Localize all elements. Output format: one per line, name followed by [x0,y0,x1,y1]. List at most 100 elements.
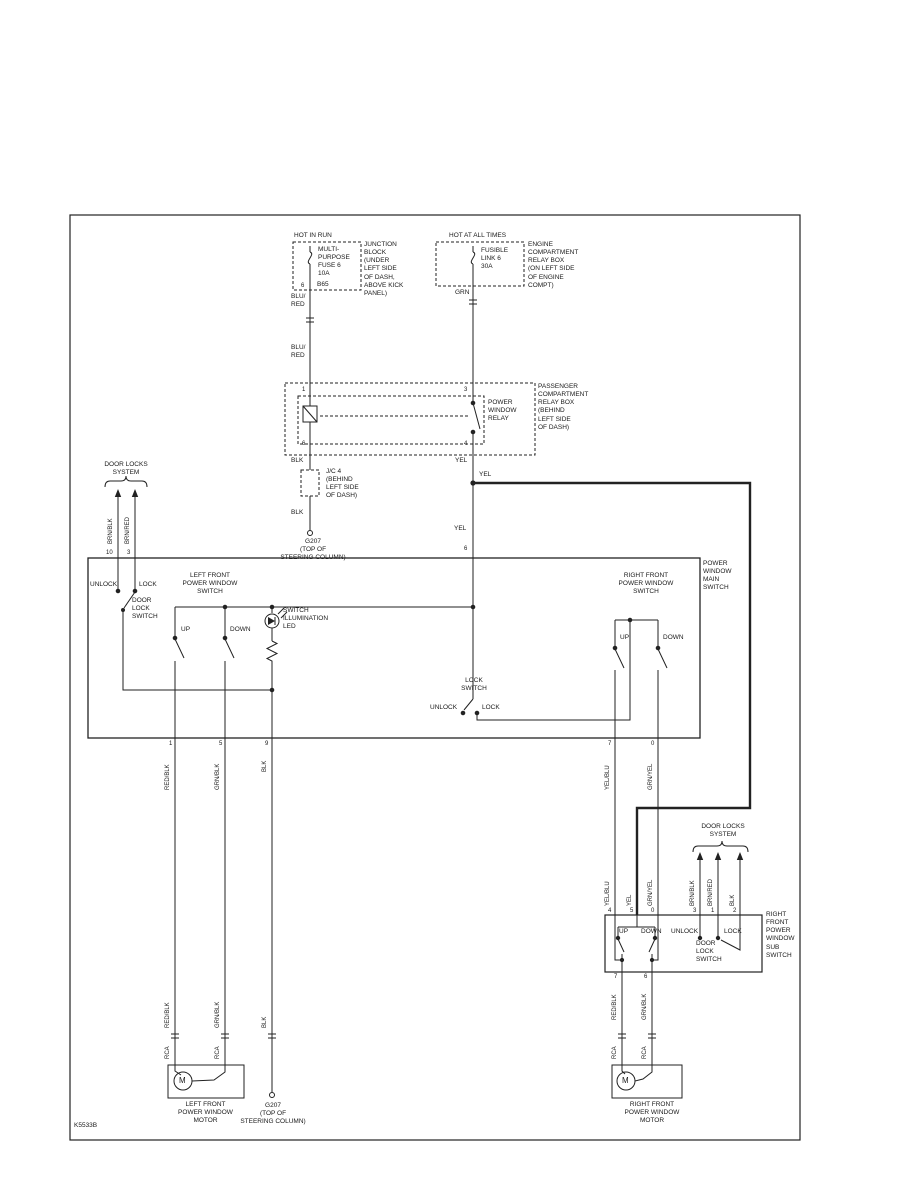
wire-red-blk-label-3: RED/BLK [612,994,618,1020]
fuse-pin-label: 6 [301,283,305,289]
passenger-relay-box-label: PASSENGER COMPARTMENT RELAY BOX (BEHIND … [538,383,589,431]
wire-brn-red-label-right: BRN/RED [708,878,714,906]
sub-door-lock-switch-label: DOOR LOCK SWITCH [696,940,722,964]
dls-unlock-label: UNLOCK [90,581,118,588]
sub-switch-pin-2: 2 [733,908,737,914]
connector-rca-label-1: RCA [165,1046,171,1059]
relay-pin-6: 6 [302,441,306,447]
left-motor-wiring [167,738,276,1099]
wire-blu-red-label-2: BLU/ RED [291,344,306,360]
connector-rca-label-2: RCA [215,1046,221,1059]
wire-yel-label-3: YEL [627,894,633,906]
sub-lock-label: LOCK [724,928,742,935]
wire-blu-red-label-1: BLU/ RED [291,293,306,309]
left-front-switch-label: LEFT FRONT POWER WINDOW SWITCH [182,572,238,596]
wire-blk-label-3: BLK [262,760,268,772]
left-up-label: UP [181,626,191,633]
sub-up-label: UP [619,928,629,935]
wire-blk-label-2: BLK [291,509,304,516]
lock-switch-unlock-label: UNLOCK [430,704,458,711]
wire-yel-label-1: YEL [455,457,468,464]
main-switch-title: POWER WINDOW MAIN SWITCH [703,560,732,592]
wire-yel-label-2: YEL [454,525,467,532]
main-switch-pin-b0: 0 [651,741,655,747]
lock-switch-label: LOCK SWITCH [461,677,487,693]
main-switch-pin-b1: 1 [169,741,173,747]
main-switch-top-pin: 6 [464,546,468,552]
yel-feed-wire [470,480,752,915]
junction-block-label: JUNCTION BLOCK (UNDER LEFT SIDE OF DASH,… [364,241,404,297]
hot-in-run-label: HOT IN RUN [294,232,332,239]
fusible-link-label: FUSIBLE LINK 6 30A [481,247,509,271]
diagram-frame [69,214,801,1141]
sub-down-label: DOWN [641,928,662,935]
left-motor-m: M [179,1076,186,1085]
fusible-link-symbol [435,241,525,403]
door-locks-system-label-right: DOOR LOCKS SYSTEM [701,823,745,839]
wire-grn-yel-label-2: GRN/YEL [648,879,654,906]
relay-pin-4: 4 [464,441,468,447]
main-switch-pin-3: 3 [127,550,131,556]
relay-pin-1: 1 [302,387,306,393]
main-switch-pin-10: 10 [106,550,113,556]
ground-g207-label-1: G207 (TOP OF STEERING COLUMN) [280,538,346,562]
relay-pin-3: 3 [464,387,468,393]
wire-blk-label-1: BLK [291,457,304,464]
right-up-label: UP [620,634,630,641]
diagram-code: K5533B [74,1122,98,1129]
wire-yel-blu-label-2: YEL/BLU [605,881,611,906]
wire-red-blk-label-2: RED/BLK [165,1002,171,1028]
wire-grn-label: GRN [455,289,470,296]
hot-at-all-times-label: HOT AT ALL TIMES [449,232,507,239]
right-down-label: DOWN [663,634,684,641]
wire-yel-blu-label-1: YEL/BLU [605,765,611,790]
connector-b65-label: B65 [317,281,329,288]
right-motor-m: M [622,1076,629,1085]
sub-switch-symbol [604,914,763,973]
sub-switch-pin-3: 3 [693,908,697,914]
door-locks-system-label-left: DOOR LOCKS SYSTEM [104,461,148,477]
fuse6-label: MULTI- PURPOSE FUSE 6 10A [318,246,350,278]
right-run-wiring [614,738,659,915]
main-switch-symbol [87,557,701,739]
wire-grn-blk-label-2: GRN/BLK [215,1001,221,1028]
left-front-motor-label: LEFT FRONT POWER WINDOW MOTOR [178,1101,233,1125]
wire-brn-blk-label-left: BRN/BLK [108,518,114,544]
switch-illumination-led-label: SWITCH ILLUMINATION LED [283,607,329,631]
jc4-ground-symbol [300,469,320,536]
main-switch-pin-b9: 9 [265,741,269,747]
door-lock-switch-label: DOOR LOCK SWITCH [132,597,158,621]
connector-rca-label-4: RCA [642,1046,648,1059]
wire-brn-blk-label-right: BRN/BLK [690,880,696,906]
wire-blk-label-4: BLK [262,1016,268,1028]
sub-switch-pin-4: 4 [608,908,612,914]
sub-switch-pin-0: 0 [651,908,655,914]
engine-relay-box-label: ENGINE COMPARTMENT RELAY BOX (ON LEFT SI… [528,241,579,289]
wire-yel-branch-label: YEL [479,471,492,478]
wire-grn-blk-label-3: GRN/BLK [642,993,648,1020]
wire-grn-yel-label-1: GRN/YEL [648,763,654,790]
jc4-label: J/C 4 (BEHIND LEFT SIDE OF DASH) [326,468,359,500]
wire-red-blk-label-1: RED/BLK [165,764,171,790]
wire-blk-label-right: BLK [730,894,736,906]
power-window-relay-label: POWER WINDOW RELAY [488,399,517,423]
right-motor-wiring [611,972,683,1099]
connector-rca-label-3: RCA [612,1046,618,1059]
ground-g207-label-2: G207 (TOP OF STEERING COLUMN) [240,1102,306,1126]
lock-switch-lock-label: LOCK [482,704,500,711]
sub-switch-pin-5: 5 [630,908,634,914]
main-switch-pin-b5: 5 [219,741,223,747]
door-locks-right-symbol [692,840,749,915]
right-front-switch-label: RIGHT FRONT POWER WINDOW SWITCH [618,572,674,596]
junction-block-fuse-symbol [292,241,362,406]
wire-brn-red-label-left: BRN/RED [125,516,131,544]
right-front-motor-label: RIGHT FRONT POWER WINDOW MOTOR [624,1101,680,1125]
sub-switch-pin-1: 1 [711,908,715,914]
sub-switch-pin-b7: 7 [614,974,618,980]
main-switch-pin-b7: 7 [608,741,612,747]
sub-unlock-label: UNLOCK [671,928,699,935]
left-down-label: DOWN [230,626,251,633]
dls-lock-label: LOCK [139,581,157,588]
